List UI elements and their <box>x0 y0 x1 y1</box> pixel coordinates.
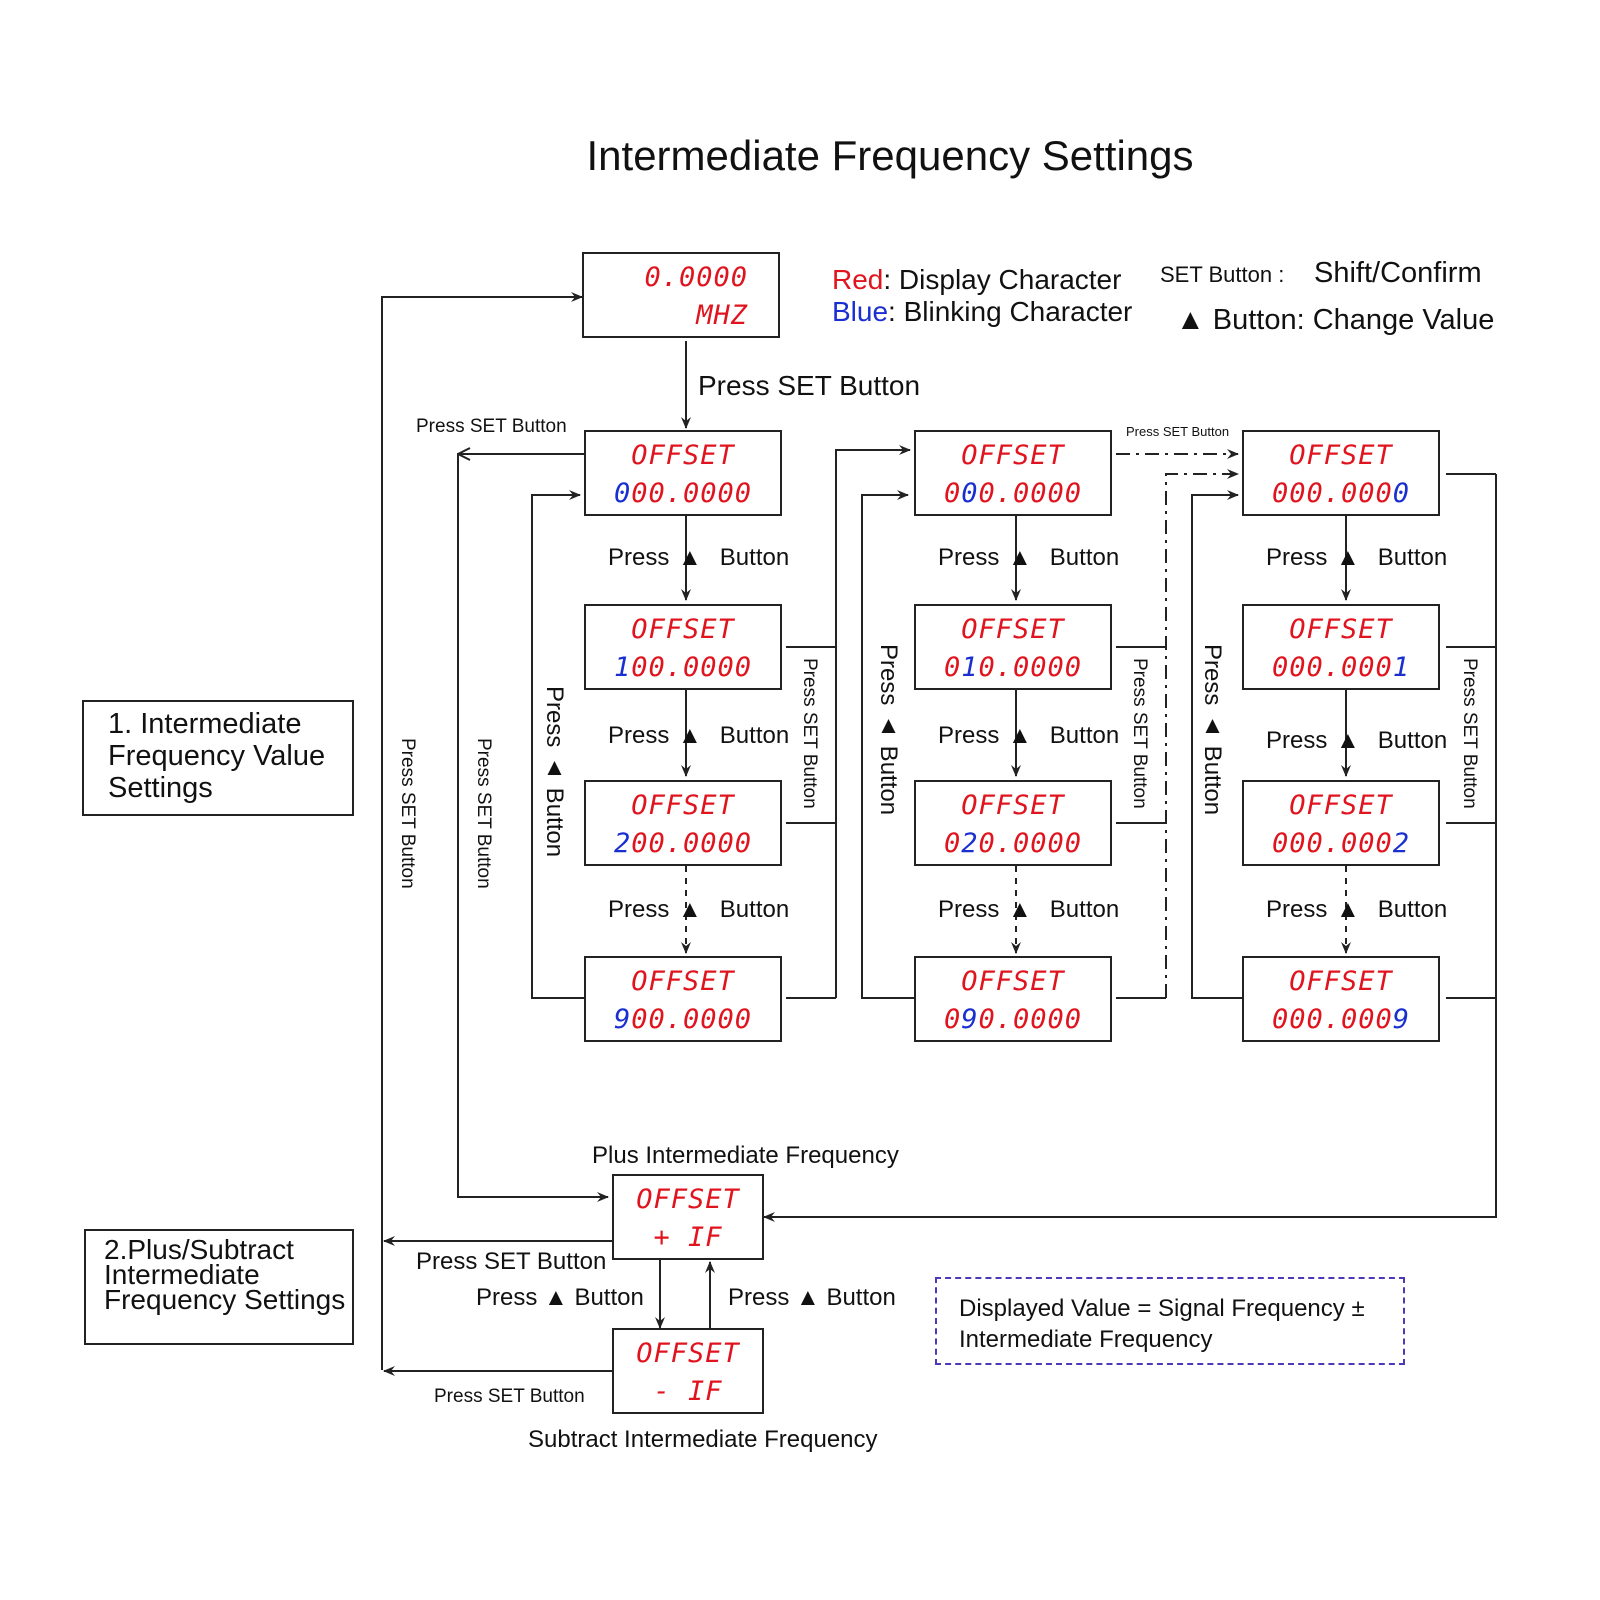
label-press-set-exit: Press SET Button <box>416 416 567 437</box>
label-press-up: Press ▲Button <box>1266 544 1448 571</box>
lcd-line1: OFFSET <box>961 790 1065 821</box>
vlabel-press-set-col2: Press SET Button <box>1129 658 1150 809</box>
lcd-col3-state2: OFFSET 000.0002 <box>1242 780 1440 866</box>
label-press-up: Press ▲Button <box>608 544 790 571</box>
lcd-line1: OFFSET <box>636 1338 740 1369</box>
lcd-col2-state2: OFFSET 020.0000 <box>914 780 1112 866</box>
lcd-line2: 000.0000 <box>1271 478 1411 509</box>
label-press-up: Press ▲Button <box>1266 727 1448 754</box>
offset-to-plusif <box>457 453 609 1202</box>
lcd-line2: 000.0001 <box>1271 652 1411 683</box>
lcd-line2: 020.0000 <box>943 828 1083 859</box>
lcd-line2: 000.0009 <box>1271 1004 1411 1035</box>
lcd-line2: + IF <box>653 1222 723 1253</box>
lcd-col2-state1: OFFSET 010.0000 <box>914 604 1112 690</box>
lcd-line2: 200.0000 <box>613 828 753 859</box>
section-1-value-settings: 1. Intermediate Frequency Value Settings <box>82 700 354 816</box>
lcd-col2-state0: OFFSET 000.0000 <box>914 430 1112 516</box>
legend-up-button: ▲ Button: Change Value <box>1176 304 1495 336</box>
label-press-set-dash: Press SET Button <box>1126 424 1230 439</box>
label-press-set-plus: Press SET Button <box>416 1248 607 1275</box>
lcd-line1: 0.0000 <box>644 262 748 293</box>
label-press-up: Press ▲Button <box>938 896 1120 923</box>
lcd-line1: OFFSET <box>631 790 735 821</box>
legend-blue: Blue: Blinking Character <box>832 296 1132 328</box>
caption-minus-if: Subtract Intermediate Frequency <box>528 1426 878 1453</box>
lcd-line2: 000.0002 <box>1271 828 1411 859</box>
lcd-line1: OFFSET <box>1289 440 1393 471</box>
lcd-col1-state1: OFFSET 100.0000 <box>584 604 782 690</box>
label-press-set-main: Press SET Button <box>698 370 921 401</box>
loop-to-start <box>381 292 583 1370</box>
lcd-line1: OFFSET <box>636 1184 740 1215</box>
lcd-minus-if: OFFSET - IF <box>612 1328 764 1414</box>
lcd-line1: OFFSET <box>1289 966 1393 997</box>
lcd-col3-state3: OFFSET 000.0009 <box>1242 956 1440 1042</box>
lcd-line2: 090.0000 <box>943 1004 1083 1035</box>
vlabel-press-set-col1: Press SET Button <box>799 658 820 809</box>
vlabel-press-set-col3: Press SET Button <box>1459 658 1480 809</box>
lcd-line2: 000.0000 <box>943 478 1083 509</box>
label-press-up: Press ▲Button <box>938 722 1120 749</box>
col1-up-loop <box>531 490 584 999</box>
lcd-col3-state1: OFFSET 000.0001 <box>1242 604 1440 690</box>
lcd-line2: 000.0000 <box>613 478 753 509</box>
lcd-line2: 900.0000 <box>613 1004 753 1035</box>
vlabel-press-set-outer: Press SET Button <box>397 738 418 889</box>
lcd-line1: OFFSET <box>961 966 1065 997</box>
lcd-line1: OFFSET <box>631 614 735 645</box>
formula-note: Displayed Value = Signal Frequency ± Int… <box>935 1277 1405 1365</box>
legend-set-desc: Shift/Confirm <box>1314 257 1482 289</box>
legend-red: Red: Display Character <box>832 264 1121 296</box>
label-press-up: Press ▲Button <box>608 896 790 923</box>
vlabel-press-set-inner: Press SET Button <box>473 738 494 889</box>
legend-red-desc: : Display Character <box>883 264 1122 295</box>
lcd-col3-state0: OFFSET 000.0000 <box>1242 430 1440 516</box>
legend-blue-desc: : Blinking Character <box>888 296 1133 327</box>
vlabel-press-up-col2: Press ▲ Button <box>875 644 902 816</box>
lcd-col1-state0: OFFSET 000.0000 <box>584 430 782 516</box>
lcd-line2: - IF <box>653 1376 723 1407</box>
lcd-start: 0.0000 MHZ <box>582 252 780 338</box>
lcd-col1-state2: OFFSET 200.0000 <box>584 780 782 866</box>
label-press-up-down: Press ▲ Button <box>476 1284 644 1311</box>
vlabel-press-up-col3: Press ▲ Button <box>1199 644 1226 816</box>
section-2-plus-subtract: 2.Plus/Subtract Intermediate Frequency S… <box>84 1229 354 1345</box>
lcd-plus-if: OFFSET + IF <box>612 1174 764 1260</box>
lcd-line2: 010.0000 <box>943 652 1083 683</box>
label-press-up: Press ▲Button <box>608 722 790 749</box>
lcd-line2: MHZ <box>696 300 748 331</box>
label-press-up: Press ▲Button <box>938 544 1120 571</box>
lcd-line1: OFFSET <box>1289 614 1393 645</box>
legend-red-word: Red <box>832 264 884 295</box>
legend-blue-word: Blue <box>832 296 889 327</box>
label-press-up: Press ▲Button <box>1266 896 1448 923</box>
caption-plus-if: Plus Intermediate Frequency <box>592 1142 899 1169</box>
legend-set-label: SET Button : <box>1160 262 1285 287</box>
col1-set-bus <box>835 445 911 998</box>
page-title: Intermediate Frequency Settings <box>586 132 1194 179</box>
lcd-line1: OFFSET <box>1289 790 1393 821</box>
label-press-up-up: Press ▲ Button <box>728 1284 896 1311</box>
lcd-line1: OFFSET <box>961 614 1065 645</box>
label-press-set-minus: Press SET Button <box>434 1386 585 1407</box>
lcd-line1: OFFSET <box>961 440 1065 471</box>
lcd-col2-state3: OFFSET 090.0000 <box>914 956 1112 1042</box>
lcd-line2: 100.0000 <box>613 652 753 683</box>
vlabel-press-up-col1: Press ▲ Button <box>541 686 568 858</box>
lcd-line1: OFFSET <box>631 966 735 997</box>
lcd-line1: OFFSET <box>631 440 735 471</box>
lcd-col1-state3: OFFSET 900.0000 <box>584 956 782 1042</box>
